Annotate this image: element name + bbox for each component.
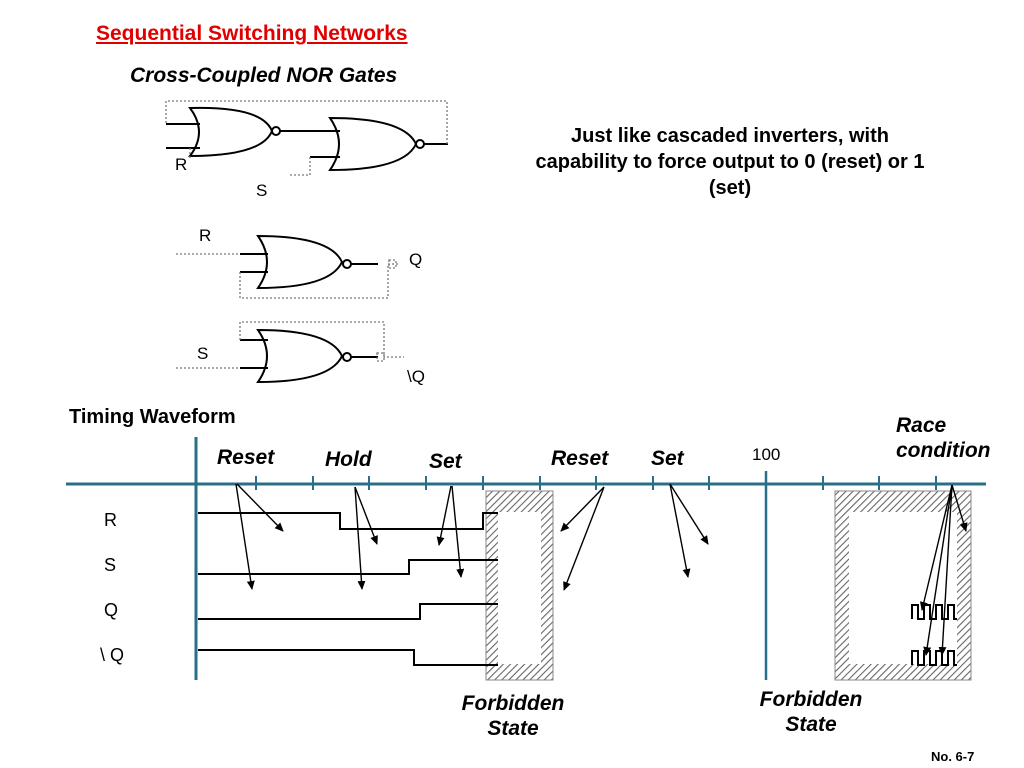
signal-label-qbar: \ Q <box>100 645 125 665</box>
nor-gate-1-bubble <box>271 126 281 136</box>
forbidden-state-label-2: Forbidden State <box>759 688 863 736</box>
waveform-s <box>198 559 498 575</box>
waveform-qbar <box>198 649 498 666</box>
timing-axes <box>66 437 986 680</box>
arrow-set1-r <box>436 485 452 546</box>
latch-nor-gate-top <box>256 234 344 290</box>
forbidden-region-1-inner <box>498 512 541 664</box>
bottom-circuit-r-label: R <box>199 226 212 245</box>
latch-nor-gate-bottom-bubble <box>342 352 352 362</box>
race-condition-label: Race condition <box>896 414 991 462</box>
arrow-reset1-s <box>235 483 255 590</box>
arrow-set2-r <box>669 483 709 545</box>
arrow-hold-s <box>354 486 366 590</box>
signal-label-s: S <box>104 555 117 575</box>
slide-number: No. 6-7 <box>931 749 975 764</box>
phase-arrows <box>235 483 968 656</box>
phase-label-reset-1: Reset <box>217 446 275 469</box>
arrow-race-4 <box>938 484 953 656</box>
nor-gate-2-bubble <box>415 139 425 149</box>
latch-nor-gate-top-bubble <box>342 259 352 269</box>
phase-label-hold: Hold <box>325 448 372 471</box>
waveform-r <box>198 512 498 530</box>
forbidden-region-2-inner <box>849 512 957 664</box>
top-feedback-dotted <box>165 100 448 176</box>
latch-wiring-dotted <box>176 253 404 369</box>
description-text: Just like cascaded inverters, with capab… <box>535 125 925 199</box>
arrow-reset2-r <box>560 486 605 532</box>
top-nor-circuit <box>166 106 448 172</box>
q-output-label: Q <box>409 250 423 269</box>
nor-gate-2 <box>328 116 418 172</box>
forbidden-state-label-1: Forbidden State <box>461 692 565 740</box>
arrow-reset1-r <box>236 483 284 532</box>
bottom-circuit-s-label: S <box>197 344 209 363</box>
time-ticks <box>255 476 937 490</box>
sr-latch-circuit <box>240 234 378 384</box>
arrow-race-3 <box>923 484 953 656</box>
nor-gate-1 <box>188 106 274 158</box>
circuit-subtitle: Cross-Coupled NOR Gates <box>130 64 398 87</box>
timing-waveform-title: Timing Waveform <box>69 406 236 428</box>
waveform-q <box>198 603 498 620</box>
arrow-hold-r <box>354 486 378 545</box>
qbar-output-label: \Q <box>407 367 425 386</box>
arrow-set1-s <box>451 485 465 578</box>
phase-label-set-2: Set <box>651 447 684 470</box>
arrow-reset2-s <box>563 486 605 591</box>
slide-title: Sequential Switching Networks <box>96 22 408 45</box>
signal-label-r: R <box>104 510 117 530</box>
time-marker-label: 100 <box>752 445 781 464</box>
top-circuit-r-label: R <box>175 155 188 174</box>
waveform-qbar-oscillation <box>911 650 957 666</box>
arrow-set2-s <box>669 483 691 578</box>
phase-label-reset-2: Reset <box>551 447 609 470</box>
latch-nor-gate-bottom <box>256 328 344 384</box>
phase-label-set-1: Set <box>429 450 462 473</box>
arrow-race-2 <box>919 484 953 611</box>
top-circuit-s-label: S <box>256 181 268 200</box>
arrow-race-1 <box>951 484 968 532</box>
signal-label-q: Q <box>104 600 119 620</box>
waveform-q-oscillation <box>911 604 957 620</box>
